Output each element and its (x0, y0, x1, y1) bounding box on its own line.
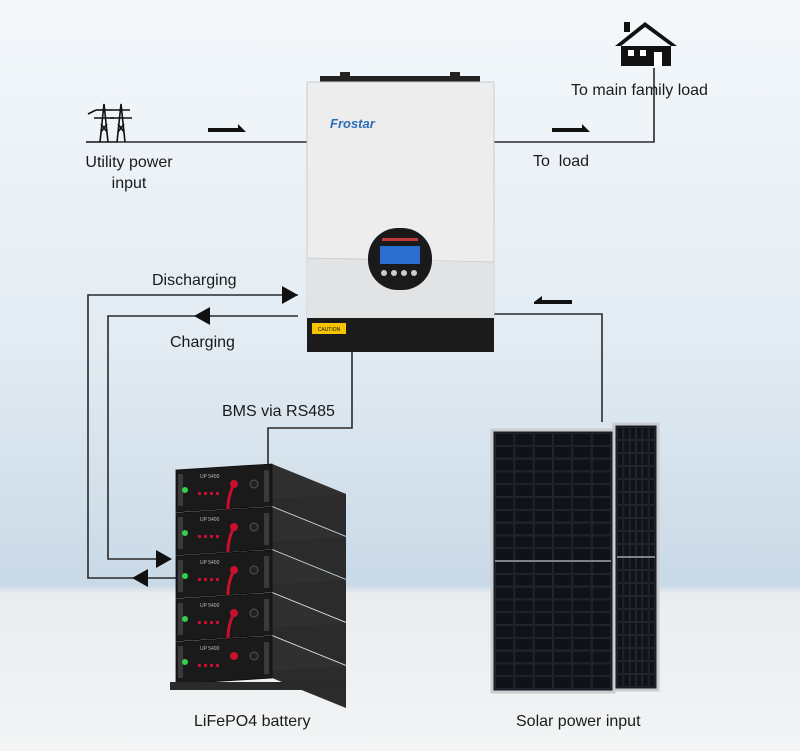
load-line (494, 68, 655, 143)
arrow-right-icon (282, 286, 298, 304)
to-load-label: To load (533, 153, 590, 170)
module-label: UP 5400 (200, 603, 220, 609)
battery-rack: UP 5400 UP 5400 UP 5400 UP 5400 UP 5400 (170, 463, 346, 708)
solar-panels (490, 422, 660, 694)
module-label: UP 5400 (200, 517, 220, 523)
inverter-brand: Frostar (330, 116, 375, 131)
arrow-left-icon (132, 569, 148, 587)
arrows (132, 124, 590, 587)
battery-module: UP 5400 (175, 592, 346, 665)
battery-module: UP 5400 (175, 506, 346, 579)
caution-text: CAUTION (318, 327, 341, 333)
solar-label: Solar power input (516, 713, 641, 730)
solar-panel-front (490, 428, 616, 694)
bms-label: BMS via RS485 (222, 403, 335, 420)
module-label: UP 5400 (200, 474, 220, 480)
battery-label: LiFePO4 battery (194, 713, 311, 730)
caution-label (312, 323, 346, 334)
arrow-right-icon (208, 124, 246, 132)
power-tower-icon (86, 103, 132, 143)
discharging-label: Discharging (152, 272, 237, 289)
battery-base (170, 682, 346, 690)
house-icon (615, 22, 677, 66)
arrow-left-icon (194, 307, 210, 325)
module-label: UP 5400 (200, 560, 220, 566)
arrow-left-icon (534, 296, 572, 304)
to-main-family-load-label: To main family load (571, 82, 708, 99)
battery-module: UP 5400 (175, 463, 346, 536)
arrow-right-icon (156, 550, 172, 568)
solar-panel-back (612, 422, 660, 692)
module-label: UP 5400 (200, 646, 220, 652)
lcd-screen (380, 246, 420, 264)
bms-line (267, 352, 353, 466)
charging-label: Charging (170, 334, 235, 351)
arrow-right-icon (552, 124, 590, 132)
solar-line (494, 313, 603, 422)
inverter: CAUTION (306, 72, 495, 352)
utility-input-label: Utility power input (85, 154, 173, 192)
battery-module: UP 5400 (175, 549, 346, 622)
